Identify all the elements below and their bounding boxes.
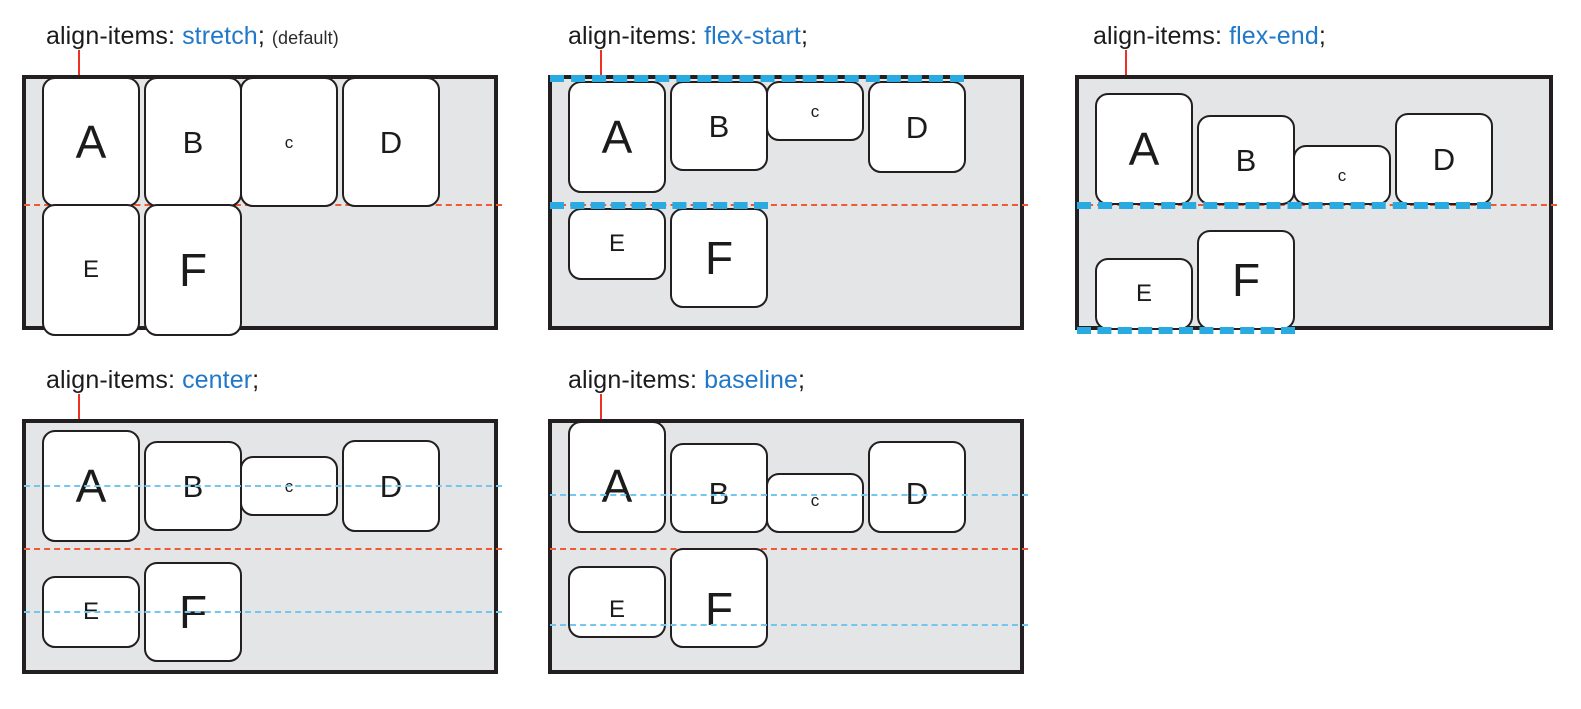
alignment-line-row2 — [550, 202, 768, 209]
flex-item-b: B — [1197, 115, 1295, 205]
caption-note: (default) — [271, 28, 339, 48]
alignment-line-row2 — [1077, 327, 1295, 334]
flex-item-b: B — [144, 77, 242, 207]
caption-value: flex-start — [704, 22, 801, 50]
flex-item-b: B — [670, 81, 768, 171]
caption-center: align-items: center; — [46, 366, 259, 395]
flex-item-f: F — [670, 548, 768, 648]
flex-item-f: F — [144, 204, 242, 336]
alignment-line-row2 — [24, 611, 502, 613]
caption-semicolon: ; — [252, 366, 260, 394]
leader-line-stretch — [78, 50, 80, 76]
flex-item-d: D — [1395, 113, 1493, 205]
caption-value: baseline — [704, 366, 799, 394]
flex-container-flex-end: A B c D E F — [1075, 75, 1557, 334]
alignment-line-row1 — [550, 494, 1028, 496]
flex-container-center: A B c D E F — [22, 419, 502, 674]
leader-line-center — [78, 394, 80, 420]
row-divider-line — [550, 548, 1028, 550]
caption-property: align-items: — [46, 366, 176, 394]
flex-item-a: A — [568, 81, 666, 193]
caption-value: stretch — [182, 22, 258, 50]
caption-stretch: align-items: stretch; (default) — [46, 22, 339, 51]
flex-item-e: E — [568, 208, 666, 280]
caption-value: center — [182, 366, 253, 394]
row-divider-line — [24, 548, 502, 550]
flex-item-f: F — [1197, 230, 1295, 330]
alignment-line-row1 — [1077, 202, 1491, 209]
flex-item-d: D — [342, 77, 440, 207]
caption-semicolon: ; — [1318, 22, 1326, 50]
leader-line-flex-end — [1125, 50, 1127, 76]
flex-item-d: D — [868, 81, 966, 173]
caption-flex-start: align-items: flex-start; — [568, 22, 808, 51]
caption-property: align-items: — [568, 22, 698, 50]
flex-container-stretch: A B c D E F — [22, 75, 502, 336]
flex-item-a: A — [42, 77, 140, 207]
alignment-line-row2 — [550, 624, 1028, 626]
caption-semicolon: ; — [257, 22, 265, 50]
caption-property: align-items: — [568, 366, 698, 394]
caption-baseline: align-items: baseline; — [568, 366, 805, 395]
flex-item-d: D — [868, 441, 966, 533]
caption-flex-end: align-items: flex-end; — [1093, 22, 1326, 51]
flex-item-a: A — [568, 421, 666, 533]
flex-item-e: E — [568, 566, 666, 638]
flex-item-c: c — [1293, 145, 1391, 205]
flex-item-c: c — [766, 473, 864, 533]
caption-semicolon: ; — [800, 22, 808, 50]
alignment-line-row1 — [550, 75, 964, 82]
flex-container-flex-start: A B c D E F — [548, 75, 1028, 330]
caption-value: flex-end — [1229, 22, 1319, 50]
flex-container-baseline: A B c D E F — [548, 419, 1028, 674]
flex-item-e: E — [1095, 258, 1193, 330]
row-divider-line — [550, 204, 1028, 206]
flex-item-c: c — [766, 81, 864, 141]
caption-property: align-items: — [46, 22, 176, 50]
flex-item-b: B — [670, 443, 768, 533]
caption-property: align-items: — [1093, 22, 1223, 50]
caption-semicolon: ; — [798, 366, 806, 394]
flex-item-e: E — [42, 204, 140, 336]
flex-item-c: c — [240, 77, 338, 207]
leader-line-baseline — [600, 394, 602, 420]
leader-line-flex-start — [600, 50, 602, 76]
flex-item-f: F — [670, 208, 768, 308]
alignment-line-row1 — [24, 485, 502, 487]
flex-item-a: A — [1095, 93, 1193, 205]
